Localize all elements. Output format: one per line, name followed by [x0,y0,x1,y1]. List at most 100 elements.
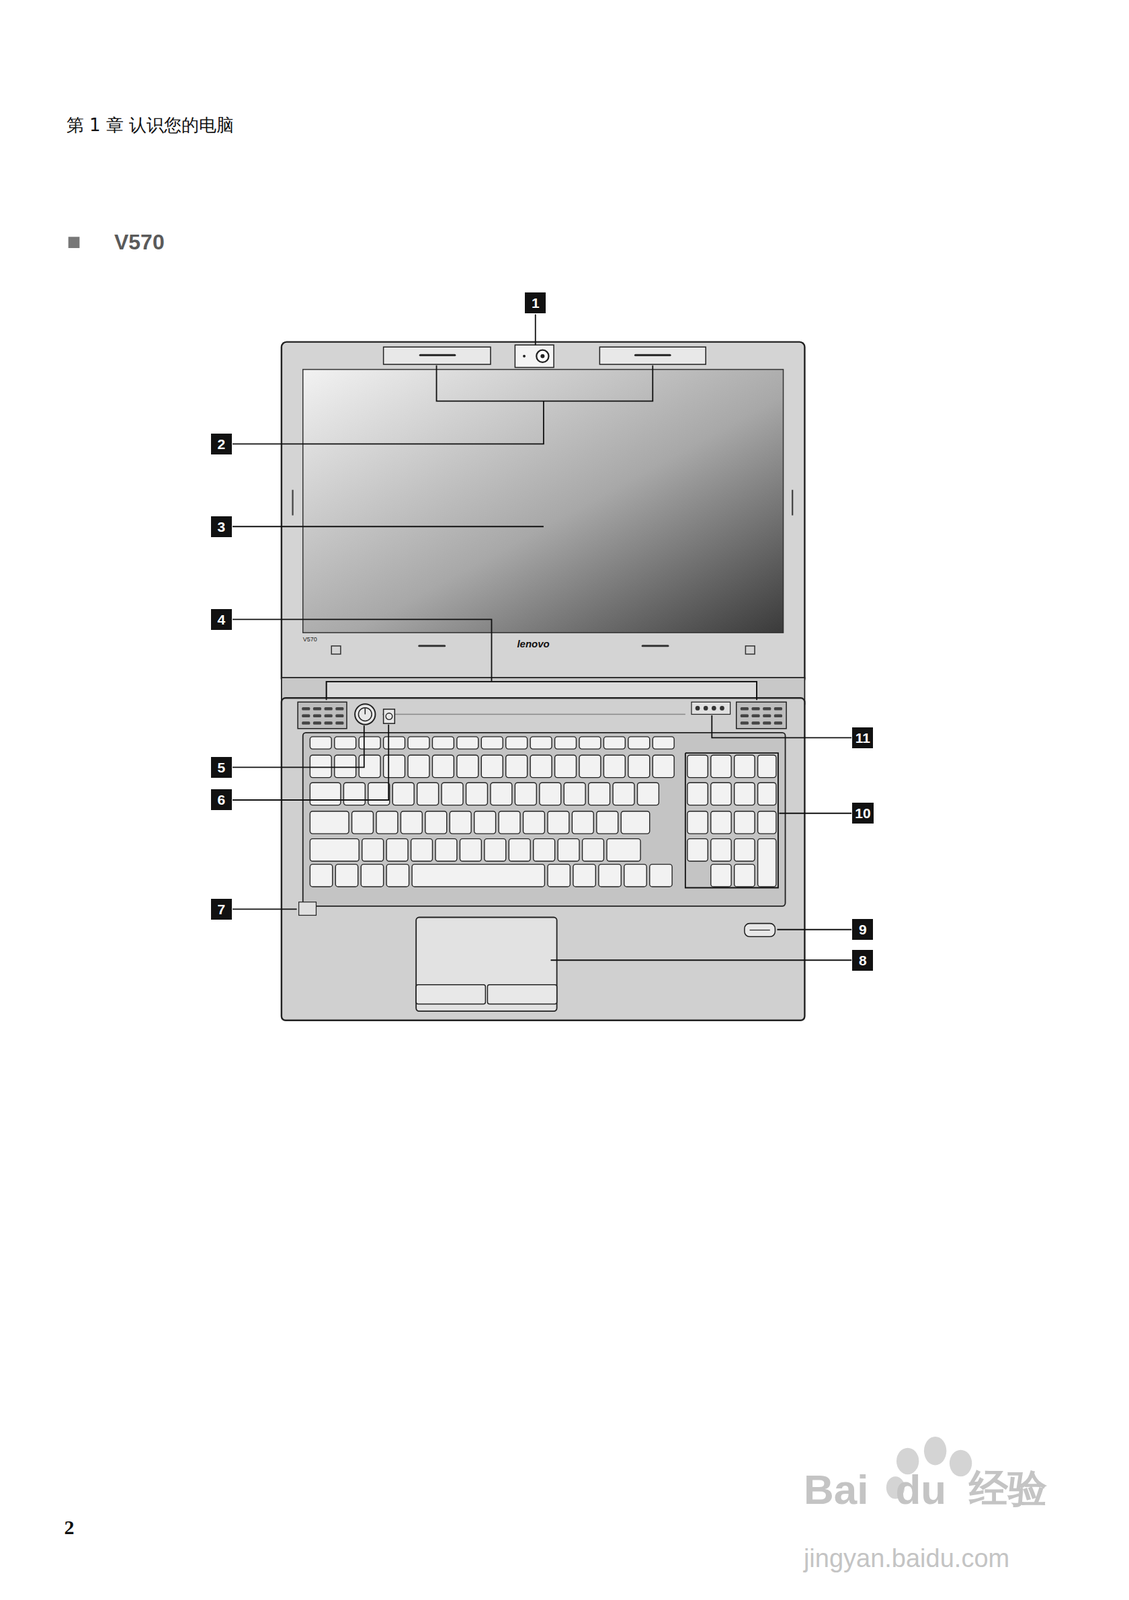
key [456,736,479,749]
key [506,754,528,777]
key [441,782,464,805]
key [711,838,732,861]
key [481,736,503,749]
callout-text: 1 [531,295,540,310]
display-lid [281,342,806,684]
key [557,838,580,861]
key [383,754,406,777]
watermark: du [895,1468,947,1511]
antenna [599,346,706,365]
key [508,838,531,861]
callout-text: 2 [217,436,226,451]
leader-line [232,724,389,800]
indicator-icon [703,705,709,711]
key [376,811,398,834]
key [358,736,381,749]
key [309,811,349,834]
key [628,754,650,777]
key [309,736,332,749]
key [386,864,409,887]
key [539,782,562,805]
key [309,838,359,861]
key [407,754,430,777]
key [362,838,384,861]
grill-slot [762,714,771,718]
grill-slot [313,721,322,725]
leader-line [534,314,537,346]
key [309,754,332,777]
watermark: 经验 [969,1468,1048,1508]
callout-text: 9 [858,922,867,937]
onekey-button [383,708,396,724]
key [335,864,358,887]
leader-line [551,958,853,961]
grill-slot [313,706,322,711]
key [547,864,570,887]
key [555,736,577,749]
key [530,754,552,777]
grill-slot [740,706,749,711]
leader-line [232,907,298,910]
key [734,864,755,887]
key [596,811,619,834]
key [598,864,621,887]
key [687,754,708,777]
key [734,838,755,861]
heading-bullet [68,236,80,248]
grill-slot [751,714,760,718]
key [711,811,732,834]
key [490,782,513,805]
grill-slot [740,714,749,718]
indicator-icon [719,705,725,711]
grill-slot [324,721,333,725]
key [411,838,433,861]
key [603,754,625,777]
key [758,754,777,777]
key [624,864,647,887]
key [334,754,357,777]
callout-number: 5 [211,756,232,778]
leader-line [232,525,544,527]
touchpad [415,917,557,1012]
key [758,811,777,834]
key [734,782,755,805]
key [711,782,732,805]
key [533,838,556,861]
callout-text: 4 [217,612,226,627]
callout-number: 6 [211,788,232,810]
leader-line [232,401,544,445]
leader-line [436,364,654,401]
callout-text: 6 [217,792,226,807]
key [352,811,374,834]
key [603,736,625,749]
key [628,736,650,749]
key [358,754,381,777]
key [582,838,605,861]
key [334,736,357,749]
antenna [383,346,491,365]
section-heading: V570 [114,231,165,253]
callout-text: 3 [217,519,226,534]
camera [514,344,554,367]
callout-number: 9 [852,918,873,940]
keyboard [303,732,786,906]
callout-number: 3 [211,516,232,537]
key [309,782,341,805]
key [417,782,439,805]
key [514,782,537,805]
key [392,782,414,805]
key [343,782,365,805]
callout-text: 10 [854,805,871,820]
indicator-icon [711,705,717,711]
chapter-header: 第 1 章 认识您的电脑 [66,116,234,134]
key [432,754,454,777]
grill-slot [774,721,783,725]
grill-slot [762,706,771,711]
key [563,782,586,805]
indicator-icon [695,705,701,711]
key [435,838,457,861]
key [400,811,423,834]
callout-number: 1 [524,292,546,314]
callout-text: 8 [858,952,867,968]
grill-slot [324,706,333,711]
